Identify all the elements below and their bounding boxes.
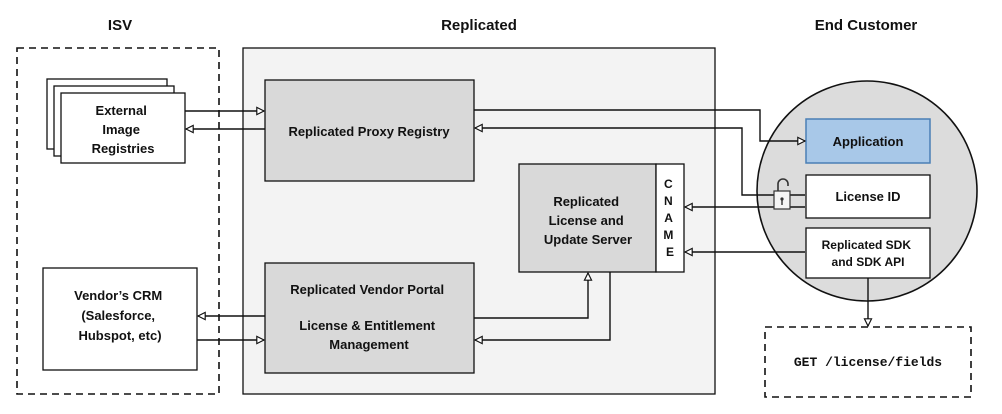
vendor-crm-label: Vendor’s CRM (Salesforce, Hubspot, etc) [74, 288, 166, 343]
proxy-registry-box [264, 79, 475, 182]
arrow-portal-to-server [474, 273, 588, 319]
column-header-isv: ISV [108, 17, 132, 34]
cname-label: C N A M E [663, 177, 676, 259]
vendor-portal-box [264, 262, 475, 374]
vendor-portal-label: Replicated Vendor Portal License & Entit… [290, 282, 448, 352]
license-server-box [518, 163, 657, 273]
application-box [805, 118, 931, 164]
arrow-server-to-portal [475, 272, 611, 340]
external-image-registries-box [60, 92, 186, 164]
external-registries-label: External Image Registries [92, 103, 155, 156]
license-server-label: Replicated License and Update Server [544, 194, 632, 247]
api-endpoint-label: GET /license/fields [794, 355, 942, 370]
arrow-proxy-to-application [474, 109, 805, 141]
license-id-label: License ID [835, 189, 900, 204]
application-label: Application [833, 134, 904, 149]
cname-strip [655, 163, 685, 273]
api-endpoint-box [764, 326, 972, 398]
vendor-crm-box [42, 267, 198, 371]
license-id-box [805, 174, 931, 219]
column-header-end-customer: End Customer [815, 17, 918, 34]
proxy-registry-label: Replicated Proxy Registry [288, 124, 450, 139]
sdk-box [805, 227, 931, 279]
sdk-label: Replicated SDK and SDK API [822, 238, 915, 269]
unlocked-padlock-icon [773, 178, 791, 210]
column-header-replicated: Replicated [441, 17, 517, 34]
